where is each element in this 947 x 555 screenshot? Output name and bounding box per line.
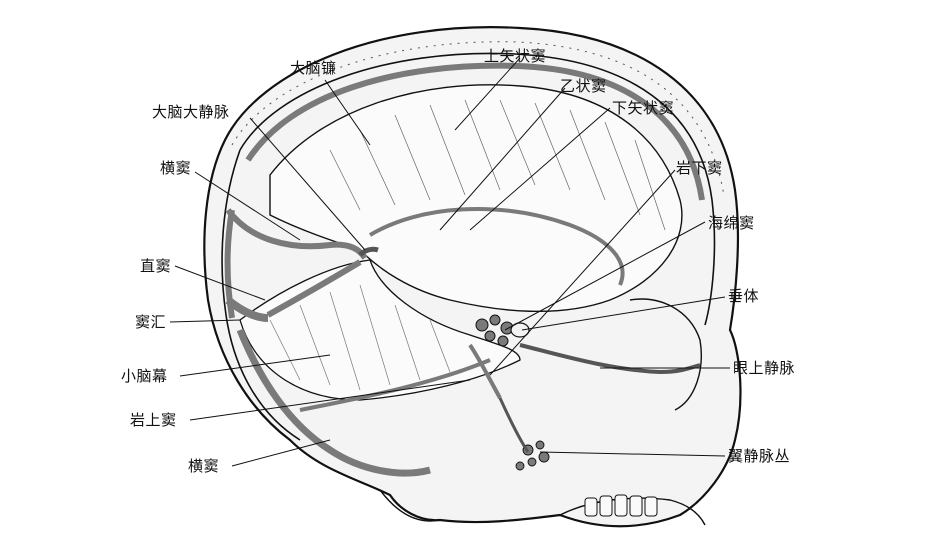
orbit-region [629, 298, 702, 411]
great-cerebral-vein [358, 246, 379, 257]
skull-inner-back [221, 149, 301, 441]
label-inferior-sagittal-sinus: 下矢状窦 [612, 99, 675, 117]
inferior-sagittal-sinus [368, 207, 625, 286]
pituitary [510, 322, 530, 338]
inferior-petrosal-sinus [468, 343, 502, 399]
label-superior-sagittal-sinus: 上矢状窦 [484, 47, 547, 65]
skull-inner-contour [239, 52, 716, 326]
label-pterygoid-plexus: 翼静脉丛 [728, 447, 791, 465]
label-transverse-sinus-top: 横窦 [160, 159, 192, 177]
straight-sinus [266, 259, 362, 318]
transverse-sinus-upper [225, 208, 368, 260]
leader-lines [169, 57, 730, 467]
cavernous-sinus [475, 314, 514, 347]
tentorium-cerebelli [239, 259, 521, 401]
pterygoid-plexus [515, 440, 550, 471]
label-straight-sinus: 直窦 [140, 257, 172, 275]
teeth [584, 494, 658, 517]
falx-cerebri [269, 84, 683, 313]
label-sigmoid-sinus: 乙状窦 [560, 77, 607, 95]
label-superior-petrosal-sinus: 岩上窦 [130, 411, 177, 429]
plexus-vein [498, 397, 530, 453]
tentorium-hatching [269, 284, 451, 391]
label-tentorium-cerebelli: 小脑幕 [121, 367, 168, 385]
superior-sagittal-sinus [245, 62, 705, 201]
label-pituitary: 垂体 [728, 287, 760, 305]
label-superior-ophthalmic-vein: 眼上静脉 [733, 359, 796, 377]
superior-petrosal-sinus [299, 358, 491, 412]
label-great-cerebral-vein: 大脑大静脉 [152, 103, 230, 121]
label-cavernous-sinus: 海绵窦 [708, 214, 755, 232]
transverse-sinus-lower [236, 328, 431, 477]
superior-ophthalmic-vein [519, 343, 701, 375]
mastoid-region [379, 489, 441, 522]
label-inferior-petrosal-sinus: 岩下窦 [676, 159, 723, 177]
label-falx-cerebri: 大脑镰 [290, 59, 337, 77]
label-confluence-of-sinuses: 窦汇 [135, 313, 167, 331]
occipital-groove [224, 209, 235, 319]
label-transverse-sinus-bottom: 横窦 [188, 457, 220, 475]
